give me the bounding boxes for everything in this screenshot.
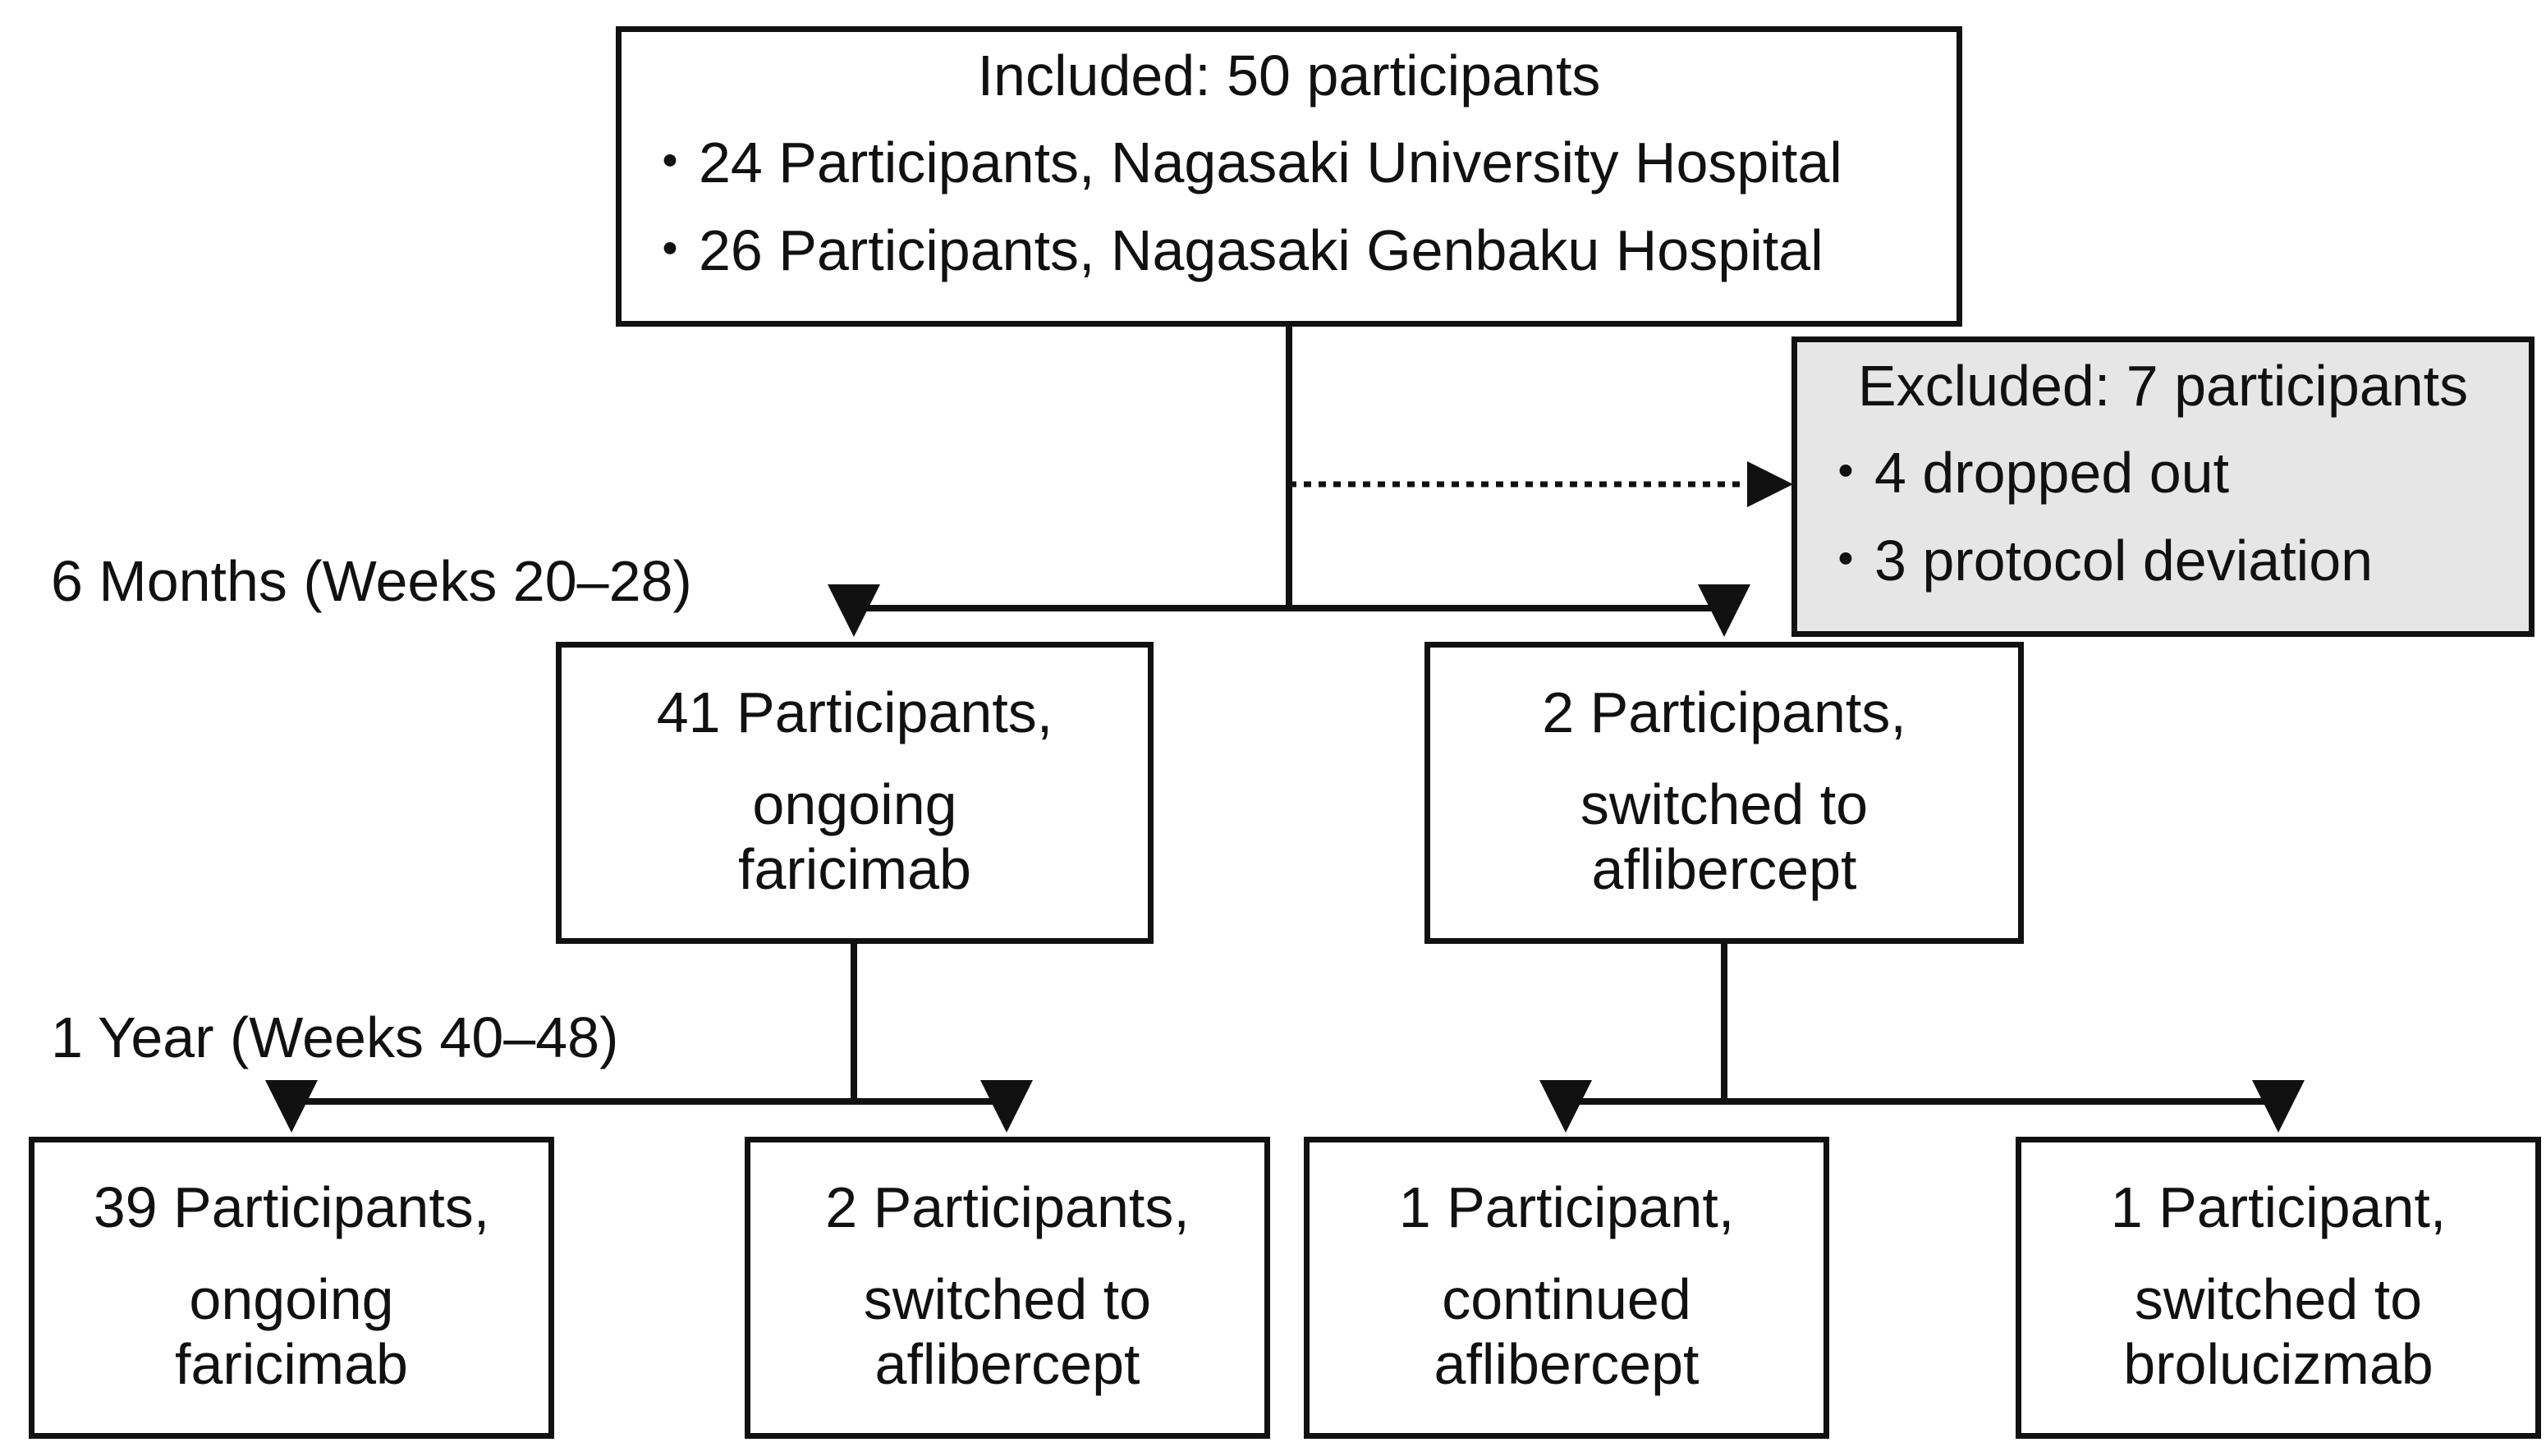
excluded-box: Excluded: 7 participants ・4 dropped out … <box>1791 337 2535 637</box>
node-line: faricimab <box>175 1331 408 1396</box>
node-line: aflibercept <box>874 1331 1140 1396</box>
node-line: 2 Participants, <box>1542 680 1906 744</box>
node-line: switched to <box>1580 772 1869 837</box>
node-line: 1 Participant, <box>2110 1175 2447 1239</box>
included-item-nagasaki-genbaku: ・26 Participants, Nagasaki Genbaku Hospi… <box>641 217 1823 282</box>
node-1y-switched-brolucizmab: 1 Participant, switched to brolucizmab <box>2016 1137 2541 1439</box>
node-line: ongoing <box>189 1267 394 1332</box>
included-box: Included: 50 participants ・24 Participan… <box>616 26 1962 327</box>
node-line: 1 Participant, <box>1398 1175 1735 1239</box>
node-line: switched to <box>863 1267 1152 1332</box>
node-line: aflibercept <box>1591 836 1857 901</box>
node-line: 39 Participants, <box>93 1175 490 1239</box>
node-line: switched to <box>2134 1267 2423 1332</box>
node-6m-switched-aflibercept: 2 Participants, switched to aflibercept <box>1424 642 2024 944</box>
node-line: 2 Participants, <box>825 1175 1190 1239</box>
excluded-item-protocol-deviation: ・3 protocol deviation <box>1817 528 2374 593</box>
node-1y-continued-aflibercept: 1 Participant, continued aflibercept <box>1304 1137 1829 1439</box>
excluded-title: Excluded: 7 participants <box>1857 354 2469 418</box>
node-line: faricimab <box>738 836 971 901</box>
node-line: 41 Participants, <box>656 680 1053 744</box>
included-item-nagasaki-university: ・24 Participants, Nagasaki University Ho… <box>641 130 1842 195</box>
node-1y-switched-aflibercept: 2 Participants, switched to aflibercept <box>745 1137 1270 1439</box>
node-1y-ongoing-faricimab: 39 Participants, ongoing faricimab <box>29 1137 554 1439</box>
phase-label-1-year: 1 Year (Weeks 40–48) <box>51 1005 619 1069</box>
included-title: Included: 50 participants <box>977 43 1601 108</box>
node-6m-ongoing-faricimab: 41 Participants, ongoing faricimab <box>556 642 1154 944</box>
excluded-item-dropped-out: ・4 dropped out <box>1817 441 2230 506</box>
node-line: continued <box>1442 1267 1691 1332</box>
node-line: ongoing <box>752 772 957 837</box>
phase-label-6-months: 6 Months (Weeks 20–28) <box>51 549 692 613</box>
node-line: brolucizmab <box>2123 1331 2434 1396</box>
node-line: aflibercept <box>1434 1331 1700 1396</box>
